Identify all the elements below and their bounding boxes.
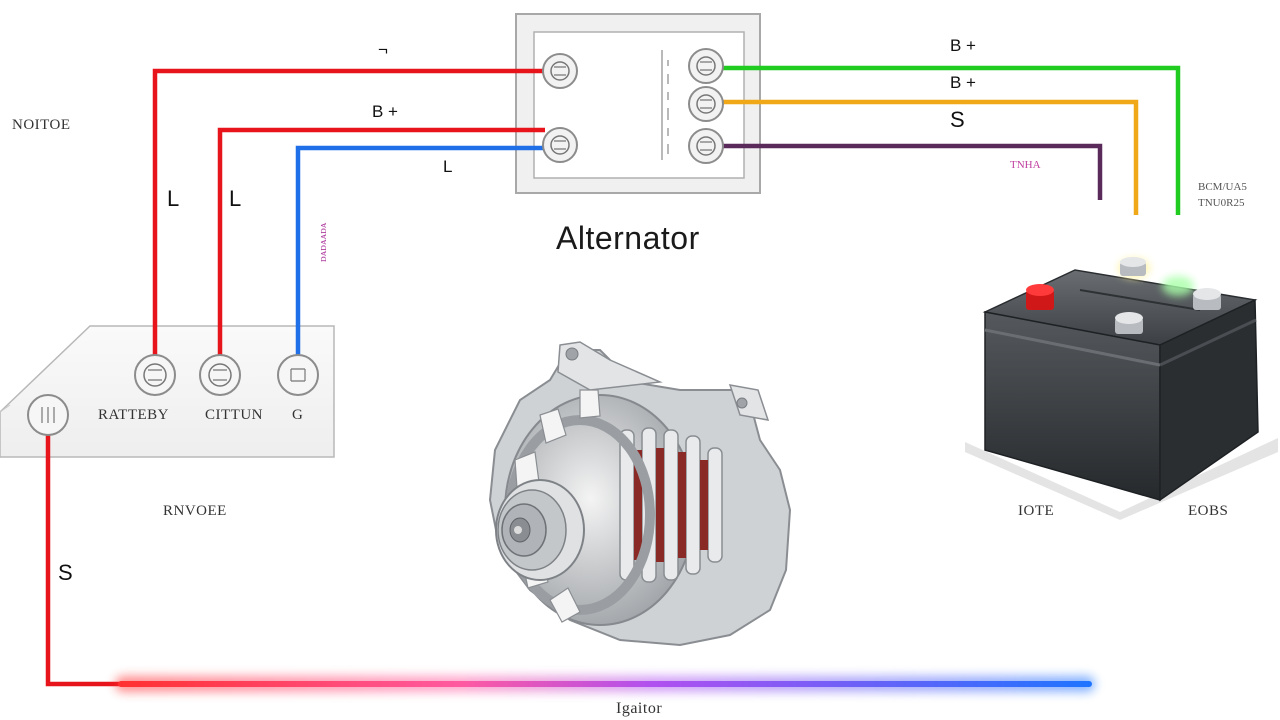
right-tiny-label: TNHA [1010,159,1041,171]
wire-label-l-1: L [167,186,180,211]
terminal-icon [1115,312,1143,334]
connector-terminals [27,48,724,436]
connector-terminal-icon [277,354,319,396]
wire-red-1 [152,68,545,355]
battery-note-2: TNU0R25 [1198,197,1245,209]
wire-label-s-left: S [58,560,73,585]
vertical-blue-note: ᴅᴀᴅᴀᴀᴅᴀ [317,222,329,262]
connector-terminal-icon [199,354,241,396]
wire-green [722,65,1181,215]
wire-label-l-top: L [443,157,453,176]
battery-illustration [965,257,1278,520]
terminal-icon [1162,276,1221,310]
wire-label-hook: ¬ [378,40,388,59]
terminal-icon [1118,257,1150,278]
below-module-label: RNVOEE [163,503,227,519]
ignition-bus [115,676,1095,692]
wire-orange [722,99,1139,215]
connector-terminal-icon [542,127,578,163]
wires [45,65,1181,687]
connector-terminal-icon [542,53,578,89]
wire-label-l-2: L [229,186,242,211]
module-terminal-label-2: CITTUN [205,407,263,423]
wire-red-2 [217,127,545,355]
connector-terminal-icon [688,48,724,84]
connector-terminal-icon [688,128,724,164]
connector-terminal-icon [688,86,724,122]
right-label-s: S [950,107,965,132]
ignition-label: Igaitor [616,700,663,717]
right-label-b-plus-2: B + [950,73,976,92]
module-terminal-label-1: RATTEBY [98,407,169,423]
alternator-illustration [488,341,792,647]
positive-terminal-icon [1026,284,1054,310]
left-side-label: NOITOE [12,117,71,133]
battery-right-label: EOBS [1188,503,1229,519]
connector-terminal-icon [27,394,69,436]
module-terminal-label-3: G [292,407,304,423]
battery-note-1: BCM/UA5 [1198,181,1247,193]
right-label-b-plus-1: B + [950,36,976,55]
wire-label-b-plus: B + [372,102,398,121]
connector-terminal-icon [134,354,176,396]
wire-red-s [45,425,130,687]
diagram-title: Alternator [556,220,700,256]
wire-blue [295,145,545,355]
wire-purple [722,143,1103,200]
battery-left-label: IOTE [1018,503,1055,519]
